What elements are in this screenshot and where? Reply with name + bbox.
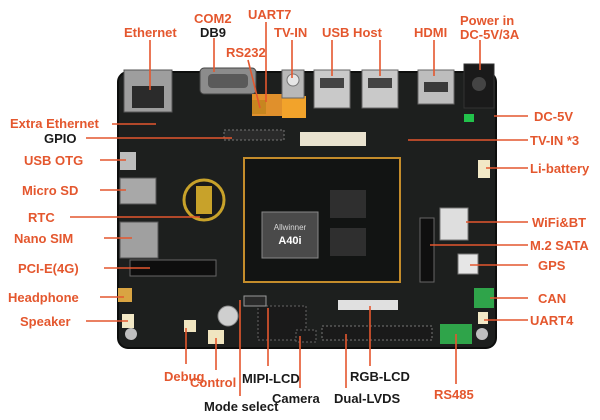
- label-power-spec: DC-5V/3A: [460, 27, 520, 42]
- label-com2: COM2: [194, 11, 232, 26]
- label-dual-lvds: Dual-LVDS: [334, 391, 401, 406]
- mount-hole: [125, 328, 137, 340]
- label-uart7: UART7: [248, 7, 292, 22]
- label-nano-sim: Nano SIM: [14, 231, 74, 246]
- mount-hole: [476, 328, 488, 340]
- label-m2-sata: M.2 SATA: [530, 238, 589, 253]
- usb-otg-port: [120, 152, 136, 170]
- nano-sim-slot: [119, 221, 159, 259]
- debug-connector: [184, 320, 196, 332]
- soc-brand: Allwinner: [274, 223, 307, 232]
- uart4-connector: [478, 312, 488, 324]
- rgb-lcd-connector: [338, 300, 398, 310]
- gpio-header: [223, 129, 285, 141]
- usb-host-port: [361, 69, 399, 109]
- m2-sata-slot: [419, 217, 435, 283]
- headphone-jack: [118, 288, 132, 302]
- usb-host-port: [313, 69, 351, 109]
- tv-in3-connector: [300, 132, 366, 146]
- label-li-battery: Li-battery: [530, 161, 590, 176]
- mode-select-switch: [243, 295, 267, 307]
- memory-chip: [330, 190, 366, 218]
- soc-chip: [261, 211, 319, 259]
- li-battery-connector: [478, 160, 490, 178]
- label-rgb-lcd: RGB-LCD: [350, 369, 410, 384]
- label-power-in: Power in: [460, 13, 515, 28]
- label-camera: Camera: [272, 391, 320, 406]
- label-hdmi: HDMI: [414, 25, 448, 40]
- label-gps: GPS: [538, 258, 566, 273]
- label-extra-ethernet: Extra Ethernet: [10, 116, 99, 131]
- label-dc5v: DC-5V: [534, 109, 574, 124]
- label-rs485: RS485: [434, 387, 474, 402]
- label-pcie: PCI-E(4G): [18, 261, 79, 276]
- label-gpio: GPIO: [44, 131, 77, 146]
- label-wifi-bt: WiFi&BT: [532, 215, 587, 230]
- label-uart4: UART4: [530, 313, 574, 328]
- label-ethernet: Ethernet: [124, 25, 177, 40]
- leader-lines: [70, 22, 528, 396]
- label-rs232: RS232: [226, 45, 266, 60]
- label-can: CAN: [538, 291, 567, 306]
- label-db9: DB9: [200, 25, 227, 40]
- dc5v-led: [464, 114, 474, 122]
- control-button: [208, 330, 224, 344]
- label-usb-otg: USB OTG: [24, 153, 84, 168]
- can-terminal: [474, 288, 494, 308]
- camera-header: [295, 329, 317, 343]
- soc-model: A40i: [278, 235, 301, 247]
- label-debug: Debug: [164, 369, 205, 384]
- micro-sd-slot: [119, 177, 157, 205]
- label-control: Control: [190, 375, 237, 390]
- dual-lvds-header: [321, 325, 433, 341]
- label-mode-select: Mode select: [204, 399, 279, 414]
- label-speaker: Speaker: [20, 314, 71, 329]
- memory-chip: [330, 228, 366, 256]
- label-tv-in: TV-IN: [274, 25, 308, 40]
- label-usb-host: USB Host: [322, 25, 382, 40]
- label-micro-sd: Micro SD: [22, 183, 79, 198]
- label-headphone: Headphone: [8, 290, 79, 305]
- wifi-bt-module: [439, 207, 469, 241]
- buzzer: [217, 305, 239, 327]
- gps-module: [457, 253, 479, 275]
- label-mipi-lcd: MIPI-LCD: [242, 371, 300, 386]
- label-rtc: RTC: [28, 210, 55, 225]
- label-tv-in3: TV-IN *3: [530, 133, 580, 148]
